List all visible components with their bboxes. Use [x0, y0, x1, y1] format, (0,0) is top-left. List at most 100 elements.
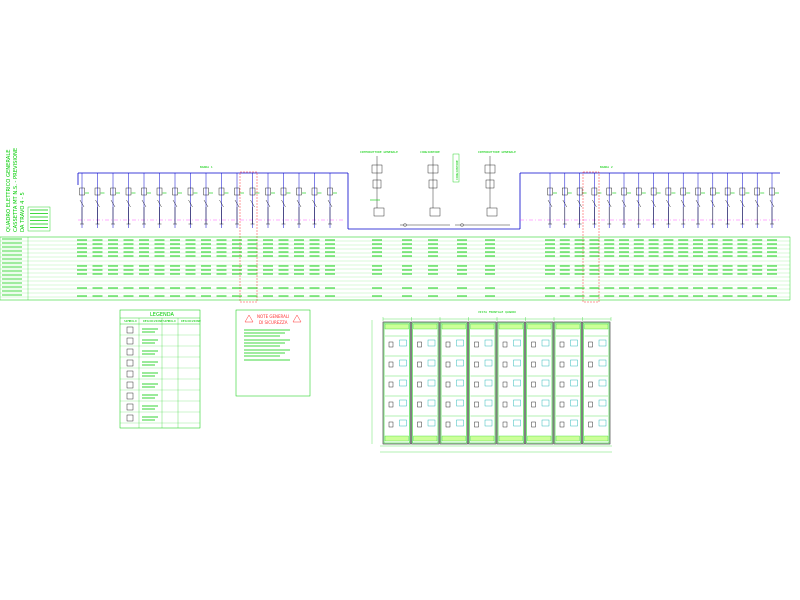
- feeders-left: [79, 173, 337, 228]
- cabinet-meter-icon: [570, 379, 578, 387]
- cabinet-bottom-panel: [413, 435, 438, 442]
- breaker-symbol: [695, 187, 701, 196]
- cabinet-bottom-panel: [498, 435, 523, 442]
- cabinet-meter-icon: [484, 379, 493, 387]
- switch-symbol: [651, 199, 656, 208]
- elevation-title: VISTA FRONTALE QUADRO: [478, 310, 516, 314]
- cabinet-frame: [383, 322, 410, 444]
- notes-box: NOTE GENERALI DI SICUREZZA: [235, 309, 311, 397]
- switch-symbol: [755, 199, 760, 208]
- switch-symbol: [681, 199, 686, 208]
- breaker-symbol: [141, 187, 147, 196]
- feeder: [125, 173, 136, 228]
- switch-symbol: [312, 199, 317, 208]
- cabinet-breaker-icon: [388, 421, 394, 428]
- cabinet-outline: [496, 321, 525, 445]
- center-feeder-2-title: CONGIUNTORE: [420, 150, 440, 154]
- cabinet-meter-icon: [541, 339, 550, 347]
- feeder: [172, 173, 182, 228]
- legend-header-2: DESCRIZIONE: [143, 319, 163, 323]
- elevation: VISTA FRONTALE QUADRO: [371, 310, 612, 453]
- breaker-symbol: [724, 187, 731, 196]
- legend-symbol-icon: [126, 359, 134, 367]
- switch-symbol: [95, 199, 100, 208]
- cabinet-breaker-icon: [445, 341, 451, 348]
- cabinet-top-panel: [413, 323, 438, 330]
- vertical-title-line-1: QUADRO ELETTRICO GENERALE: [6, 149, 12, 232]
- cabinet: [582, 321, 611, 445]
- cabinet-meter-icon: [399, 419, 407, 427]
- breaker-symbol: [547, 187, 553, 196]
- breaker-symbol: [187, 187, 194, 196]
- breaker-symbol: [680, 187, 686, 196]
- cabinet-breaker-icon: [502, 381, 508, 388]
- cabinet-breaker-icon: [502, 401, 508, 408]
- cabinet-frame: [440, 322, 467, 444]
- cabinet-meter-icon: [484, 419, 493, 427]
- legend-symbol-icon: [126, 337, 134, 345]
- cabinet-outline: [468, 321, 497, 445]
- switch-symbol: [234, 199, 240, 208]
- cabinet-meter-icon: [427, 419, 436, 427]
- center-feeder-3-title: INTERRUTTORE GENERALE: [478, 150, 516, 154]
- switch-symbol: [281, 199, 286, 208]
- feeders-right: [547, 173, 779, 228]
- feeder: [296, 173, 306, 228]
- center-feeder-1-title: INTERRUTTORE GENERALE: [360, 150, 398, 154]
- switch-symbol: [740, 199, 745, 208]
- cabinet-breaker-icon: [559, 361, 565, 368]
- cabinet-meter-icon: [456, 379, 464, 387]
- breaker-symbol: [562, 187, 568, 196]
- cabinet-meter-icon: [427, 379, 436, 387]
- feeder: [110, 173, 120, 228]
- switch-symbol: [141, 199, 147, 208]
- cabinet: [382, 321, 411, 445]
- cabinet-breaker-icon: [531, 341, 536, 348]
- feeder: [79, 173, 89, 228]
- breaker-symbol: [156, 187, 163, 196]
- notes-title-line-1: NOTE GENERALI: [257, 314, 289, 319]
- switch-symbol: [327, 199, 333, 208]
- cabinet-meter-icon: [598, 359, 607, 367]
- cabinet-meter-icon: [484, 359, 493, 367]
- cabinet-meter-icon: [513, 399, 521, 407]
- cabinet-breaker-icon: [502, 361, 508, 368]
- cabinet-meter-icon: [427, 399, 436, 407]
- feeder: [591, 173, 602, 228]
- cabinet-meter-icon: [456, 359, 464, 367]
- cabinet-meter-icon: [399, 399, 407, 407]
- cabinet-breaker-icon: [417, 361, 422, 368]
- cabinet-frame: [469, 322, 496, 444]
- feeder: [280, 173, 291, 228]
- cabinet-breaker-icon: [417, 341, 422, 348]
- cabinet-outline: [525, 321, 554, 445]
- switch-symbol: [79, 199, 85, 208]
- switch-symbol: [562, 199, 567, 208]
- legend-symbol-icon: [126, 370, 134, 378]
- feeder: [576, 173, 587, 228]
- cabinet-frame: [583, 322, 610, 444]
- cabinet-outline: [382, 321, 411, 445]
- cabinet-top-panel: [498, 323, 523, 330]
- switch-symbol: [666, 199, 671, 208]
- cabinet-meter-icon: [598, 379, 607, 387]
- cabinet-meter-icon: [513, 379, 521, 387]
- cabinet-bottom-panel: [441, 435, 466, 442]
- switch-symbol: [188, 199, 193, 208]
- breaker-symbol: [234, 187, 240, 196]
- cabinet-outline: [411, 321, 440, 445]
- cabinet-breaker-icon: [445, 361, 451, 368]
- feeder: [156, 173, 167, 228]
- feeder: [203, 173, 213, 228]
- cabinet-breaker-icon: [474, 401, 479, 408]
- cabinet-outline: [582, 321, 611, 445]
- switch-symbol: [110, 199, 116, 208]
- cabinet-meter-icon: [541, 419, 550, 427]
- cabinet-breaker-icon: [559, 341, 565, 348]
- cabinet: [468, 321, 497, 445]
- feeder: [249, 173, 260, 228]
- breaker-symbol: [94, 187, 101, 196]
- breaker-symbol: [665, 187, 672, 196]
- breaker-symbol: [203, 187, 209, 196]
- switch-symbol: [710, 199, 715, 208]
